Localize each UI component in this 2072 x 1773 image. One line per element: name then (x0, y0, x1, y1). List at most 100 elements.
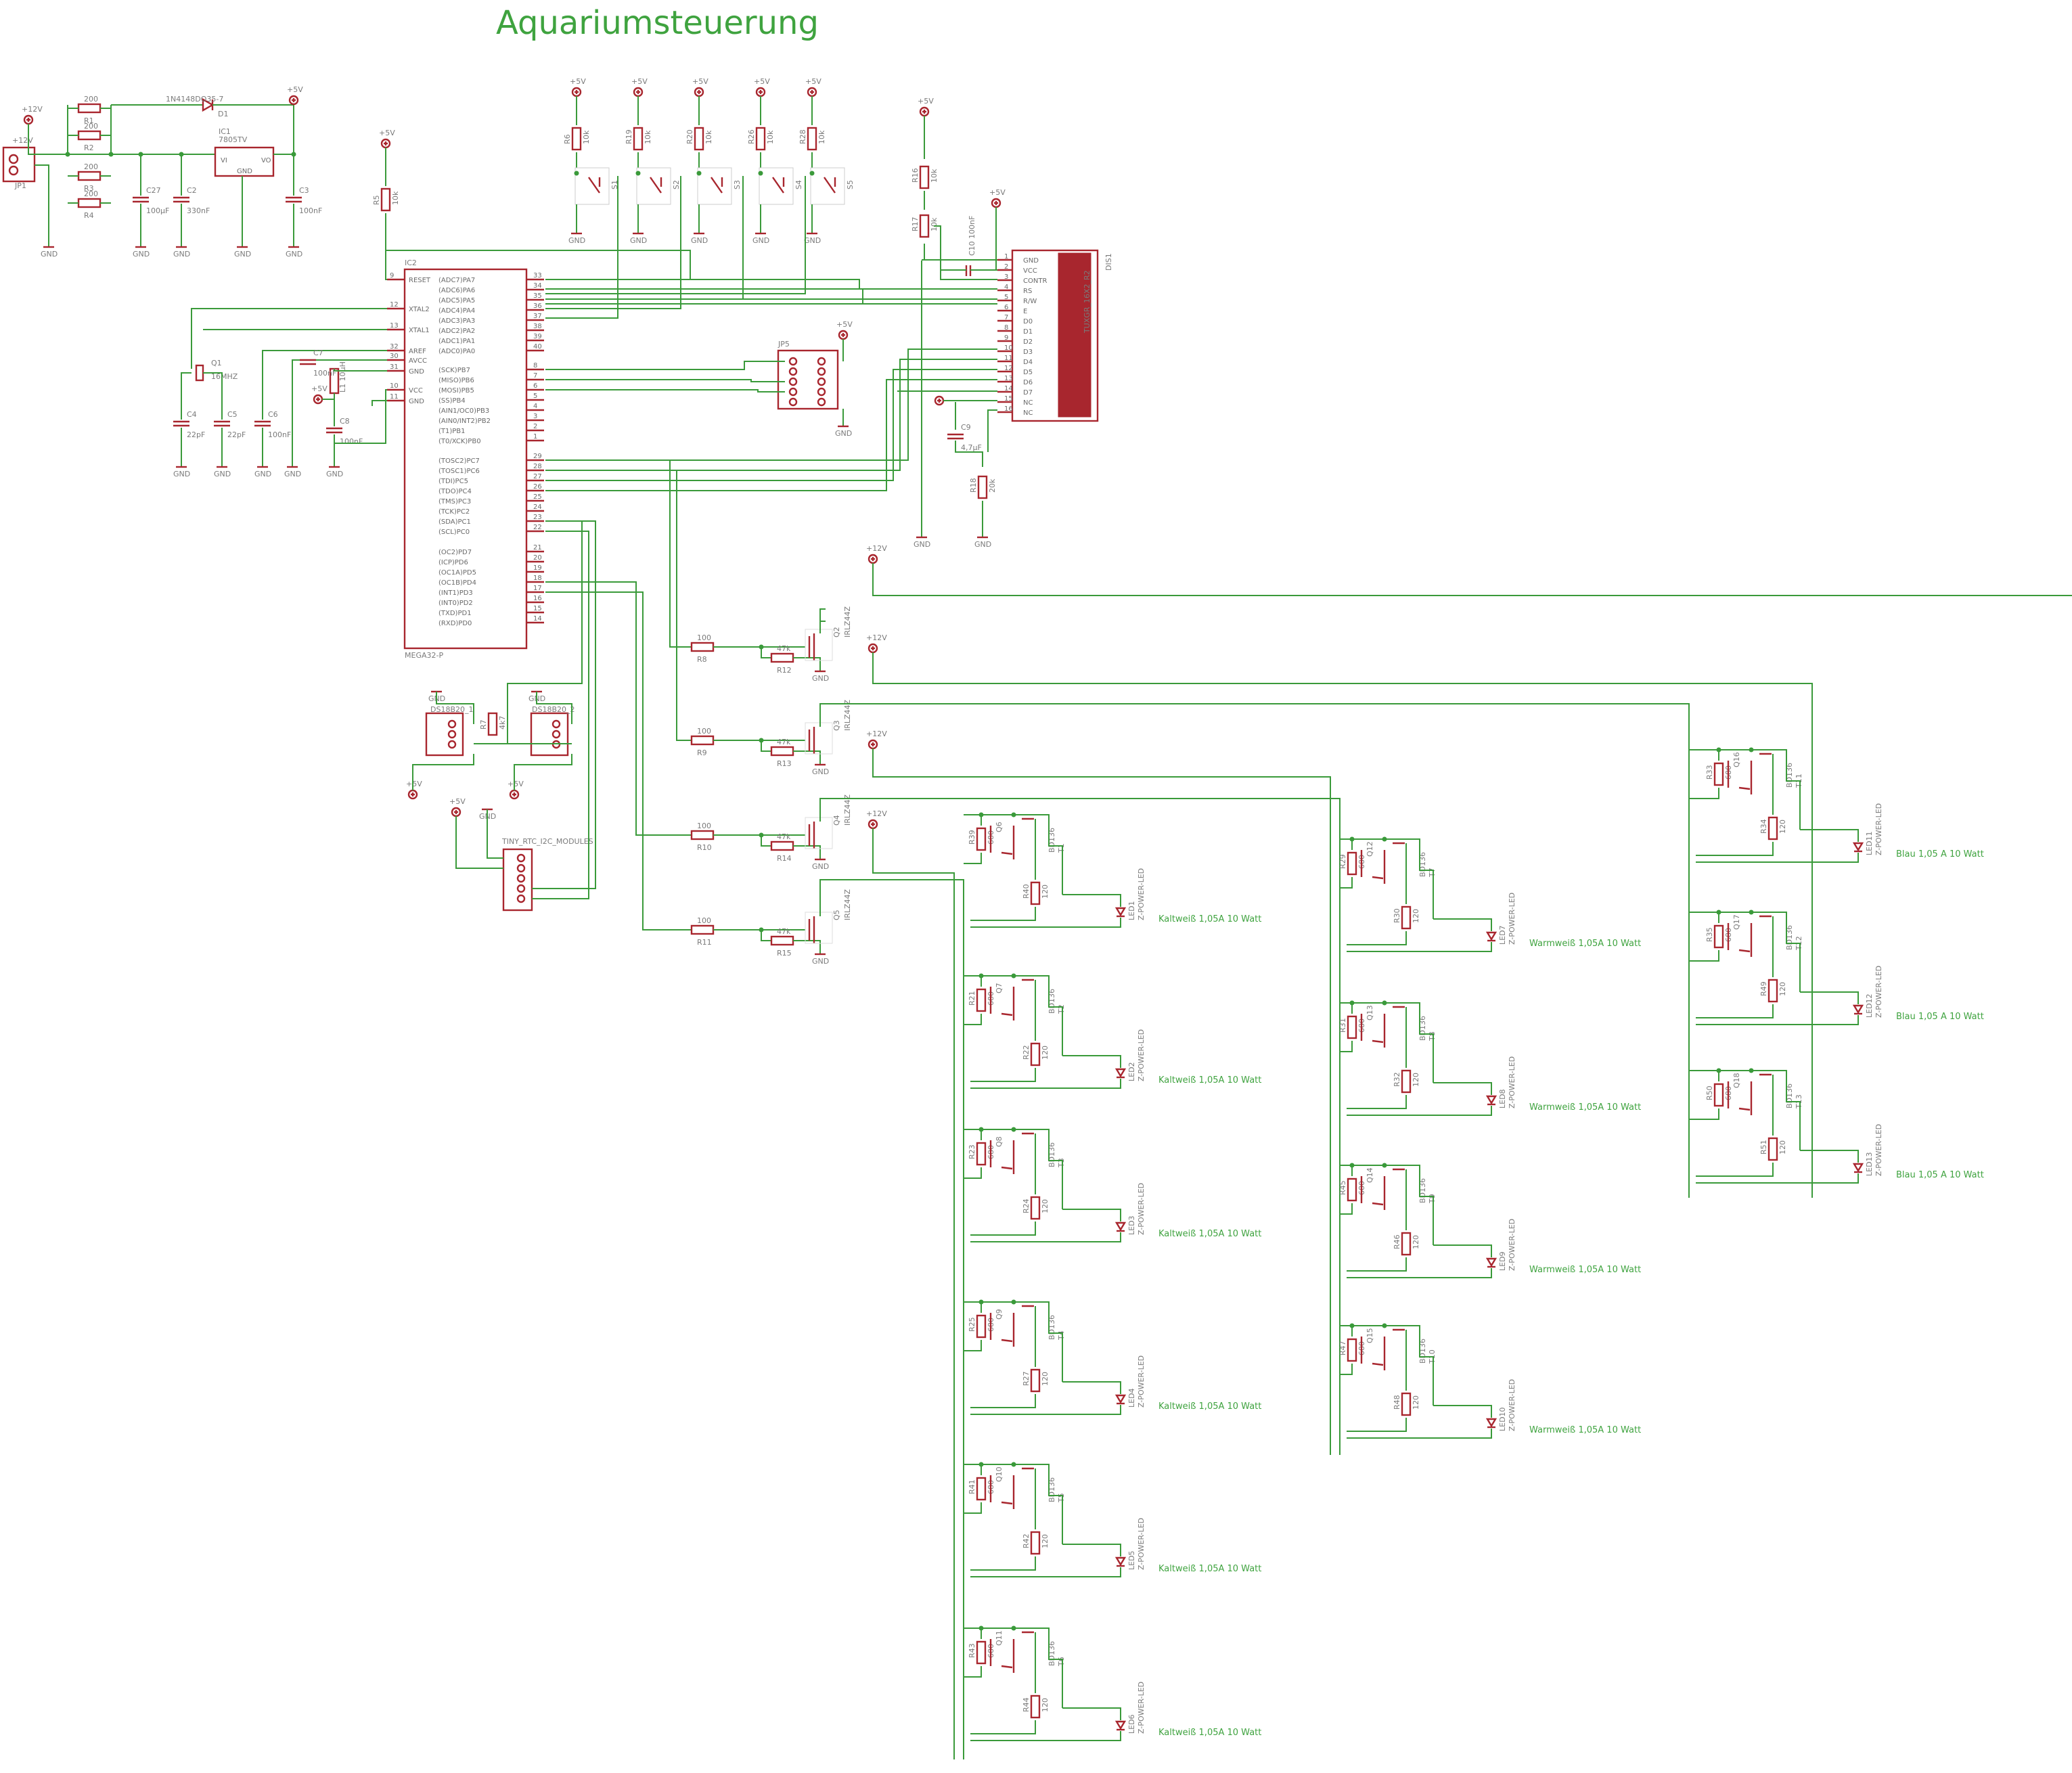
switch-lever (772, 177, 784, 194)
mcu-pin-number: 29 (533, 453, 542, 460)
junction-dot (635, 171, 641, 176)
junction-dot (978, 1299, 984, 1305)
switch-lever (650, 177, 662, 194)
junction-dot (1749, 747, 1754, 753)
lcd-pin-label: VCC (1023, 267, 1037, 275)
mosfet-frame (805, 722, 833, 755)
mcu-pin-number: 27 (533, 473, 542, 480)
resistor-name: R10 (697, 843, 712, 852)
wire (970, 907, 1036, 921)
jp1-label: JP1 (14, 181, 26, 190)
led-type: Z-POWER-LED (1508, 1219, 1516, 1271)
bjt-q-name: Q17 (1732, 914, 1741, 930)
supply-label: +5V (570, 77, 586, 86)
resistor (976, 988, 987, 1012)
wire (1696, 1015, 1859, 1025)
mcu-pin-label: XTAL2 (409, 306, 430, 313)
junction-dot (978, 1127, 984, 1132)
rtc-pin (516, 874, 526, 883)
wire (964, 975, 1063, 1056)
lcd-pin-label: D2 (1023, 338, 1033, 346)
lcd-pin-number: 8 (1004, 324, 1008, 332)
led-name: LED11 (1865, 831, 1874, 855)
wire (1340, 1364, 1353, 1375)
wire (532, 531, 589, 899)
resistor (977, 475, 988, 499)
resistor-name: R31 (1338, 1018, 1347, 1033)
bjt-q-name: Q16 (1732, 752, 1741, 767)
mosfet-type: IRLZ44Z (843, 794, 852, 826)
regulator-pin: GND (237, 168, 252, 175)
ground-label: GND (914, 540, 930, 549)
led-string-label: Kaltweiß 1,05A 10 Watt (1158, 1401, 1261, 1412)
wire (1689, 788, 1719, 799)
wire (1696, 1163, 1774, 1177)
resistor (1767, 816, 1778, 840)
resistor-name: R42 (1022, 1533, 1031, 1548)
resistor-name: R25 (968, 1317, 976, 1332)
led-string-label: Kaltweiß 1,05A 10 Watt (1158, 1229, 1261, 1239)
wire (203, 372, 223, 420)
wire (964, 1129, 1063, 1209)
junction-dot (1716, 747, 1721, 753)
wire (819, 879, 964, 1759)
mcu-pin-label: (TMS)PC3 (438, 498, 471, 506)
lcd-pin-number: 3 (1004, 273, 1008, 281)
resistor-name: R24 (1022, 1198, 1031, 1213)
resistor-name: R34 (1759, 819, 1768, 834)
resistor-name: R23 (968, 1144, 976, 1159)
wire (385, 213, 387, 280)
wire (1340, 838, 1434, 919)
wire (514, 754, 572, 790)
lcd-pin-label: E (1023, 308, 1027, 315)
bjt-small-arm (1372, 876, 1384, 880)
resistor-value: 120 (1041, 1372, 1050, 1386)
junction-dot (1011, 973, 1016, 979)
mcu-pin-label: (ADC3)PA3 (438, 317, 475, 325)
wire (970, 1394, 1036, 1408)
resistor-name: R1 (84, 116, 94, 125)
resistor (976, 1142, 987, 1166)
rtc-pin (516, 853, 526, 863)
led-name: LED9 (1498, 1251, 1507, 1271)
junction-dot (978, 1625, 984, 1631)
wire (545, 389, 785, 392)
mcu-pin-label: (AIN1/OC0)PB3 (438, 407, 489, 415)
wire (761, 740, 771, 752)
capacitor-value: 100nF (313, 369, 336, 378)
led-name: LED10 (1498, 1407, 1507, 1431)
bjt-small-arm (1372, 1202, 1384, 1206)
resistor-name: R41 (968, 1479, 976, 1494)
led-symbol (1114, 1556, 1127, 1567)
junction-dot (696, 171, 702, 176)
wire (793, 657, 821, 671)
wire (964, 1301, 1063, 1382)
led-string-label: Warmweiß 1,05A 10 Watt (1529, 939, 1641, 949)
resistor (77, 171, 102, 181)
sensor-pin (551, 719, 561, 729)
lcd-pin-label: NC (1023, 409, 1033, 417)
wire (545, 379, 997, 491)
crystal-name: Q1 (211, 359, 222, 367)
resistor-value: 120 (1778, 820, 1787, 834)
wire (964, 1666, 982, 1678)
lcd-pin-label: D7 (1023, 389, 1033, 397)
resistor-name: R49 (1759, 981, 1768, 996)
bjt-q-name: Q15 (1366, 1328, 1374, 1343)
mcu-pin-number: 26 (533, 483, 542, 491)
mcu-pin-label: (ADC6)PA6 (438, 287, 475, 294)
wire (455, 816, 503, 869)
resistor (487, 712, 498, 736)
wire (970, 918, 1121, 928)
resistor (1347, 851, 1357, 876)
capacitor-name: C8 (340, 417, 350, 426)
resistor (690, 924, 715, 935)
resistor-value: 47k (777, 644, 791, 653)
wire (371, 400, 387, 406)
ground-label: GND (630, 236, 647, 245)
resistor-name: R6 (563, 134, 572, 144)
rtc-pin (516, 863, 526, 873)
bjt-small-arm (1001, 1665, 1013, 1669)
wire (1062, 1055, 1121, 1068)
